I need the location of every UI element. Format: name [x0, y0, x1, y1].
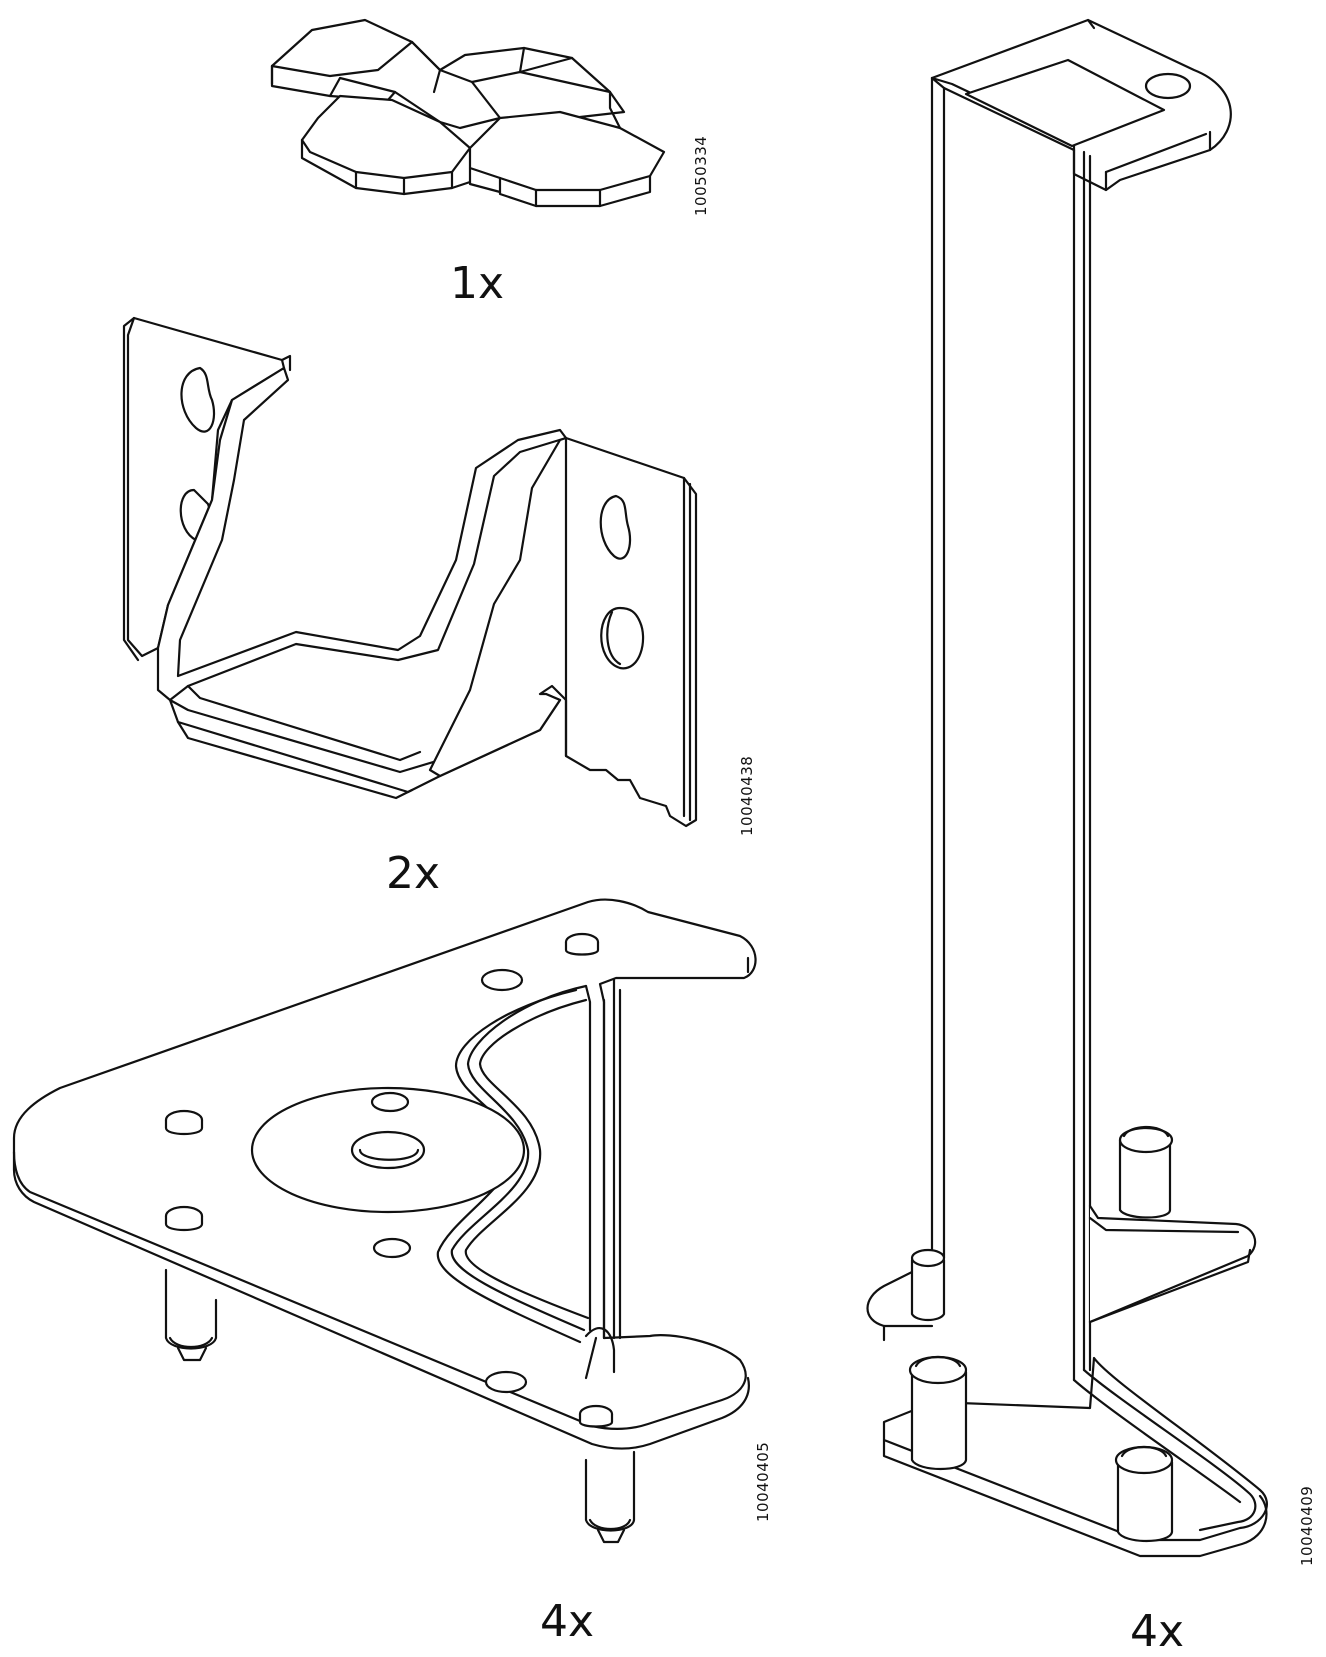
hex-pad-quantity: 1x — [450, 258, 505, 309]
u-bracket-code: 10040438 — [738, 755, 756, 836]
hex-felt-pad-icon — [270, 18, 666, 208]
leg-quantity: 4x — [1130, 1606, 1185, 1657]
corner-plate-icon — [12, 898, 757, 1544]
leg-code: 10040409 — [1298, 1485, 1316, 1566]
corner-plate-quantity: 4x — [540, 1596, 595, 1647]
u-bracket-icon — [122, 316, 698, 828]
hex-pad-code: 10050334 — [692, 135, 710, 216]
leg-post-icon — [866, 18, 1268, 1558]
corner-plate-code: 10040405 — [754, 1441, 772, 1522]
u-bracket-quantity: 2x — [386, 848, 441, 899]
